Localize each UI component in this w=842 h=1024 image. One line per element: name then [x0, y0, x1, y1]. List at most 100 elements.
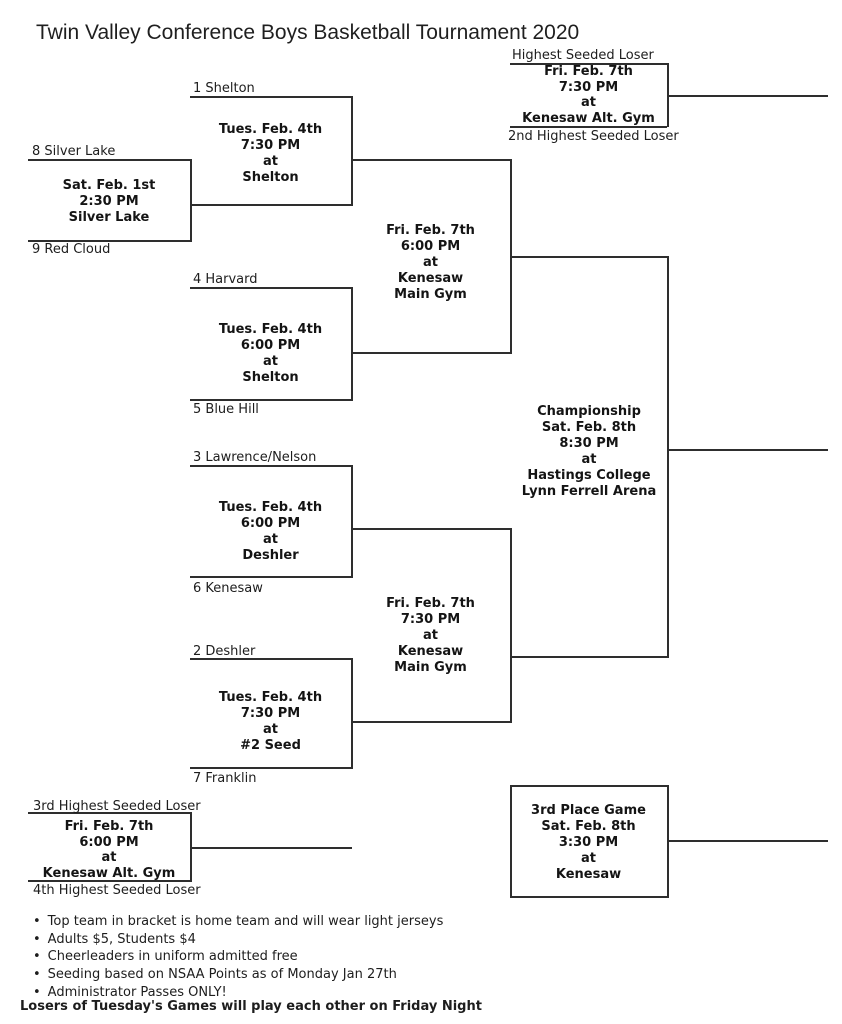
- game-text-line: at: [263, 154, 278, 169]
- game-text-line: Shelton: [242, 370, 299, 385]
- game-text-line: Kenesaw Alt. Gym: [522, 110, 655, 126]
- line-third-left: [510, 785, 512, 898]
- game-third-place-details: 3rd Place Game Sat. Feb. 8th 3:30 PM at …: [510, 803, 667, 883]
- seed-label-8-silver-lake: 8 Silver Lake: [32, 144, 116, 159]
- seed-label-1-shelton: 1 Shelton: [193, 81, 255, 96]
- line-sf1-winner: [510, 256, 667, 258]
- game-text-line: 3rd Place Game: [531, 803, 646, 818]
- game-text-line: Kenesaw: [397, 271, 464, 286]
- game-text-line: Fri. Feb. 7th: [386, 223, 475, 238]
- line-playin-top: [28, 159, 190, 161]
- line-qf2-right: [351, 287, 353, 401]
- slot-label-3rd-highest-seeded-loser: 3rd Highest Seeded Loser: [33, 799, 201, 814]
- note-item: • Cheerleaders in uniform admitted free: [33, 949, 298, 965]
- bullet-icon: •: [33, 949, 41, 964]
- note-item: •Administrator Passes ONLY!: [33, 985, 227, 1001]
- game-text-line: Main Gym: [394, 660, 467, 675]
- bullet-icon: •: [33, 932, 41, 947]
- game-text-line: Tues. Feb. 4th: [218, 500, 323, 515]
- line-third-top: [510, 785, 667, 787]
- game-text-line: at: [263, 722, 278, 737]
- note-text: Adults $5, Students $4: [47, 932, 196, 947]
- game-text-line: Kenesaw: [555, 867, 622, 882]
- game-text-line: at: [423, 255, 438, 270]
- line-cons-top-right: [667, 63, 669, 127]
- line-cons-top-bottom: [510, 126, 667, 128]
- game-qf2-details: Tues. Feb. 4th 6:00 PM at Shelton: [190, 322, 351, 386]
- game-consolation-top-details: Fri. Feb. 7th 7:30 PM at Kenesaw Alt. Gy…: [510, 64, 667, 126]
- game-text-line: Tues. Feb. 4th: [218, 122, 323, 137]
- note-item: •Top team in bracket is home team and wi…: [33, 914, 443, 930]
- game-text-line: Lynn Ferrell Arena: [521, 484, 657, 499]
- line-qf3-right: [351, 465, 353, 578]
- game-text-line: 7:30 PM: [240, 706, 301, 721]
- line-cons-top-top: [510, 63, 667, 65]
- note-text: Administrator Passes ONLY!: [47, 985, 227, 1000]
- game-text-line: Hastings College: [527, 468, 651, 483]
- game-text-line: Main Gym: [394, 287, 467, 302]
- note-item: • Seeding based on NSAA Points as of Mond…: [33, 967, 397, 983]
- bullet-icon: •: [33, 967, 41, 982]
- line-playin-right: [190, 159, 192, 242]
- game-text-line: Kenesaw: [397, 644, 464, 659]
- slot-label-highest-seeded-loser: Highest Seeded Loser: [512, 48, 654, 63]
- game-text-line: Deshler: [242, 548, 299, 563]
- seed-label-3-lawrence-nelson: 3 Lawrence/Nelson: [193, 450, 317, 465]
- line-third-winner: [667, 840, 828, 842]
- line-sf2-right: [510, 528, 512, 723]
- line-qf2-bottom: [190, 399, 351, 401]
- seed-label-4-harvard: 4 Harvard: [193, 272, 258, 287]
- line-sf2-bottom: [351, 721, 510, 723]
- seed-label-5-blue-hill: 5 Blue Hill: [193, 402, 259, 417]
- game-text-line: 7:30 PM: [400, 612, 461, 627]
- game-text-line: Fri. Feb. 7th: [386, 596, 475, 611]
- game-sf1-details: Fri. Feb. 7th 6:00 PM at Kenesaw Main Gy…: [351, 223, 510, 303]
- line-qf1-bottom: [190, 204, 351, 206]
- line-sf1-top: [351, 159, 510, 161]
- line-sf2-winner: [510, 656, 667, 658]
- seed-label-9-red-cloud: 9 Red Cloud: [32, 242, 111, 257]
- game-text-line: at: [581, 95, 596, 110]
- game-playin-details: Sat. Feb. 1st 2:30 PM Silver Lake: [28, 178, 190, 226]
- game-text-line: at: [263, 532, 278, 547]
- note-item: • Adults $5, Students $4: [33, 932, 196, 948]
- line-third-bottom: [510, 896, 667, 898]
- seed-label-6-kenesaw: 6 Kenesaw: [193, 581, 263, 596]
- game-text-line: 8:30 PM: [559, 436, 619, 451]
- line-sf1-right: [510, 159, 512, 354]
- game-text-line: 6:00 PM: [79, 834, 139, 850]
- game-text-line: Tues. Feb. 4th: [218, 690, 323, 705]
- line-playin-bottom: [28, 240, 190, 242]
- game-text-line: #2 Seed: [240, 738, 301, 753]
- note-text: Seeding based on NSAA Points as of Monda…: [47, 967, 397, 982]
- game-text-line: Fri. Feb. 7th: [64, 819, 154, 834]
- game-text-line: Sat. Feb. 1st: [62, 178, 156, 193]
- line-sf1-bottom: [351, 352, 510, 354]
- page-title: Twin Valley Conference Boys Basketball T…: [36, 21, 580, 44]
- game-text-line: Silver Lake: [68, 210, 150, 225]
- line-championship: [667, 256, 669, 658]
- line-qf1-top: [190, 96, 351, 98]
- note-footer: Losers of Tuesday's Games will play each…: [20, 999, 482, 1014]
- slot-label-4th-highest-seeded-loser: 4th Highest Seeded Loser: [33, 883, 201, 898]
- game-text-line: at: [581, 452, 597, 467]
- game-text-line: at: [263, 354, 278, 369]
- line-champion-winner: [667, 449, 828, 451]
- seed-label-7-franklin: 7 Franklin: [193, 771, 257, 786]
- line-qf3-bottom: [190, 576, 351, 578]
- game-text-line: 3:30 PM: [558, 835, 619, 850]
- seed-label-2-deshler: 2 Deshler: [193, 644, 256, 659]
- line-qf4-top: [190, 658, 351, 660]
- note-text: Top team in bracket is home team and wil…: [47, 914, 444, 929]
- game-text-line: Sat. Feb. 8th: [541, 420, 637, 435]
- line-qf3-top: [190, 465, 351, 467]
- game-text-line: at: [101, 850, 117, 865]
- game-text-line: 6:00 PM: [240, 516, 301, 531]
- note-text: Cheerleaders in uniform admitted free: [47, 949, 298, 964]
- game-text-line: 2:30 PM: [79, 194, 139, 209]
- game-qf3-details: Tues. Feb. 4th 6:00 PM at Deshler: [190, 500, 351, 564]
- line-cons-bottom-top: [28, 812, 190, 814]
- line-cons-bottom-winner: [190, 847, 352, 849]
- line-qf1-right: [351, 96, 353, 206]
